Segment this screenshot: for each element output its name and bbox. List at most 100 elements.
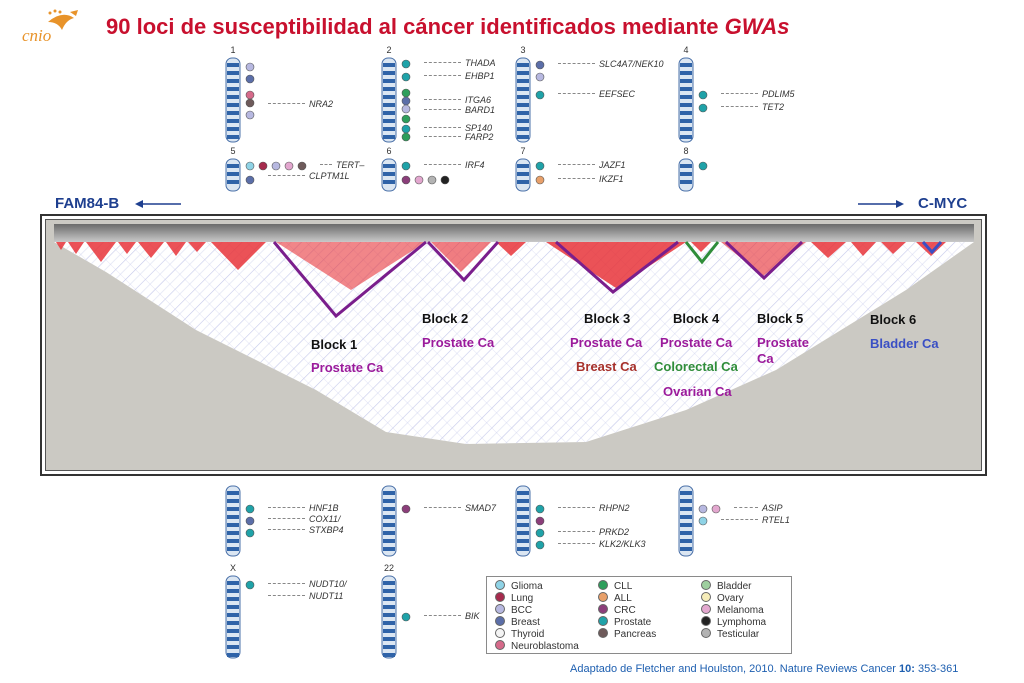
gene-label: NRA2 <box>268 99 333 109</box>
gene-name: HNF1B <box>309 503 339 513</box>
chromosome-body <box>515 485 531 557</box>
gene-name: BIK <box>465 611 480 621</box>
chromosome-band <box>517 63 529 67</box>
chromosome-band <box>227 653 239 657</box>
chromosome-band <box>517 87 529 91</box>
legend-label: Melanoma <box>717 605 764 616</box>
chromosome-body <box>225 485 241 557</box>
chromosome-band <box>227 172 239 176</box>
chromosome-ideogram <box>225 575 255 659</box>
locus-dot <box>535 90 545 100</box>
chromosome-number: 2 <box>386 45 392 55</box>
locus-dot <box>245 580 255 590</box>
legend-swatch <box>701 580 711 590</box>
gene-connector <box>558 531 595 532</box>
gene-name: NUDT10/ <box>309 579 347 589</box>
chromosome-band <box>227 103 239 107</box>
gene-name: TERT– <box>336 160 365 170</box>
page-title: 90 loci de susceptibilidad al cáncer ide… <box>106 14 789 40</box>
gene-label: NUDT10/ <box>268 579 347 589</box>
left-gene-label: FAM84-B <box>55 195 120 212</box>
chromosome-band <box>680 79 692 83</box>
gene-name: RHPN2 <box>599 503 630 513</box>
chromosome-band <box>680 499 692 503</box>
gene-label: JAZF1 <box>558 160 626 170</box>
chromosome-band <box>227 539 239 543</box>
gene-connector <box>721 93 758 94</box>
gene-connector <box>268 518 305 519</box>
chromosome-band <box>383 95 395 99</box>
gene-connector <box>721 519 758 520</box>
gene-connector <box>424 615 461 616</box>
ld-heatmap <box>46 220 981 470</box>
gene-connector <box>558 178 595 179</box>
locus-dot <box>401 132 411 142</box>
chromosome-band <box>383 531 395 535</box>
citation-pages: 353-361 <box>917 663 959 675</box>
legend-swatch <box>495 616 505 626</box>
block-2-trait-1: Prostate Ca <box>422 335 495 350</box>
chromosome-band <box>383 63 395 67</box>
legend-item: Neuroblastoma <box>495 640 579 652</box>
chromosome-band <box>517 135 529 139</box>
gene-connector <box>734 507 758 508</box>
block-5-trait-1: Prostate <box>757 335 810 350</box>
locus-dot <box>245 110 255 120</box>
legend-label: CRC <box>614 605 636 616</box>
chromosome-band <box>680 135 692 139</box>
chromosome-band <box>680 515 692 519</box>
chromosome-band <box>227 589 239 593</box>
gene-label: COX11/ <box>268 514 340 524</box>
chromosome-band <box>383 164 395 168</box>
chromosome-band <box>383 523 395 527</box>
gene-label: CLPTM1L <box>268 171 350 181</box>
gene-label: IRF4 <box>424 160 485 170</box>
gene-label: BIK <box>424 611 480 621</box>
chromosome-band <box>227 613 239 617</box>
chromosome-band <box>227 515 239 519</box>
chromosome-band <box>517 180 529 184</box>
chromosome-band <box>227 637 239 641</box>
block-5-trait-2: Ca <box>757 351 774 366</box>
legend-label: BCC <box>511 605 533 616</box>
locus-dot <box>245 74 255 84</box>
locus-dot <box>698 504 708 514</box>
chromosome-band <box>383 613 395 617</box>
legend-item: Lymphoma <box>701 616 766 628</box>
legend-item: Pancreas <box>598 628 656 640</box>
block-4-title: Block 4 <box>673 311 720 326</box>
ld-plot-inner-frame <box>45 219 982 471</box>
legend-swatch <box>701 604 711 614</box>
chromosome-band <box>383 103 395 107</box>
gene-connector <box>424 109 461 110</box>
gene-connector <box>268 507 305 508</box>
locus-dot <box>245 175 255 185</box>
chromosome-band <box>517 499 529 503</box>
legend-label: Bladder <box>717 581 752 592</box>
gene-label: RTEL1 <box>721 515 790 525</box>
gene-name: NUDT11 <box>309 591 344 601</box>
legend-swatch <box>598 604 608 614</box>
locus-dot <box>711 504 721 514</box>
chromosome-band <box>517 539 529 543</box>
left-arrow-icon <box>135 200 181 208</box>
chromosome-band <box>517 95 529 99</box>
chromosome-body <box>381 485 397 557</box>
chromosome-ideogram <box>678 57 708 143</box>
gene-label: ITGA6 <box>424 95 491 105</box>
gene-name: SMAD7 <box>465 503 497 513</box>
legend-item: Bladder <box>701 580 751 592</box>
legend-label: Lymphoma <box>717 617 767 628</box>
chromosome-ideogram <box>381 485 411 557</box>
locus-dot <box>698 103 708 113</box>
gene-name: BARD1 <box>465 105 496 115</box>
gene-name: CLPTM1L <box>309 171 350 181</box>
chromosome-band <box>227 629 239 633</box>
block-4-trait-3: Ovarian Ca <box>663 384 732 399</box>
locus-dot <box>271 161 281 171</box>
gene-name: RTEL1 <box>762 515 790 525</box>
legend-item: CLL <box>598 580 632 592</box>
chromosome-band <box>227 164 239 168</box>
legend-swatch <box>701 628 711 638</box>
locus-dot <box>698 90 708 100</box>
